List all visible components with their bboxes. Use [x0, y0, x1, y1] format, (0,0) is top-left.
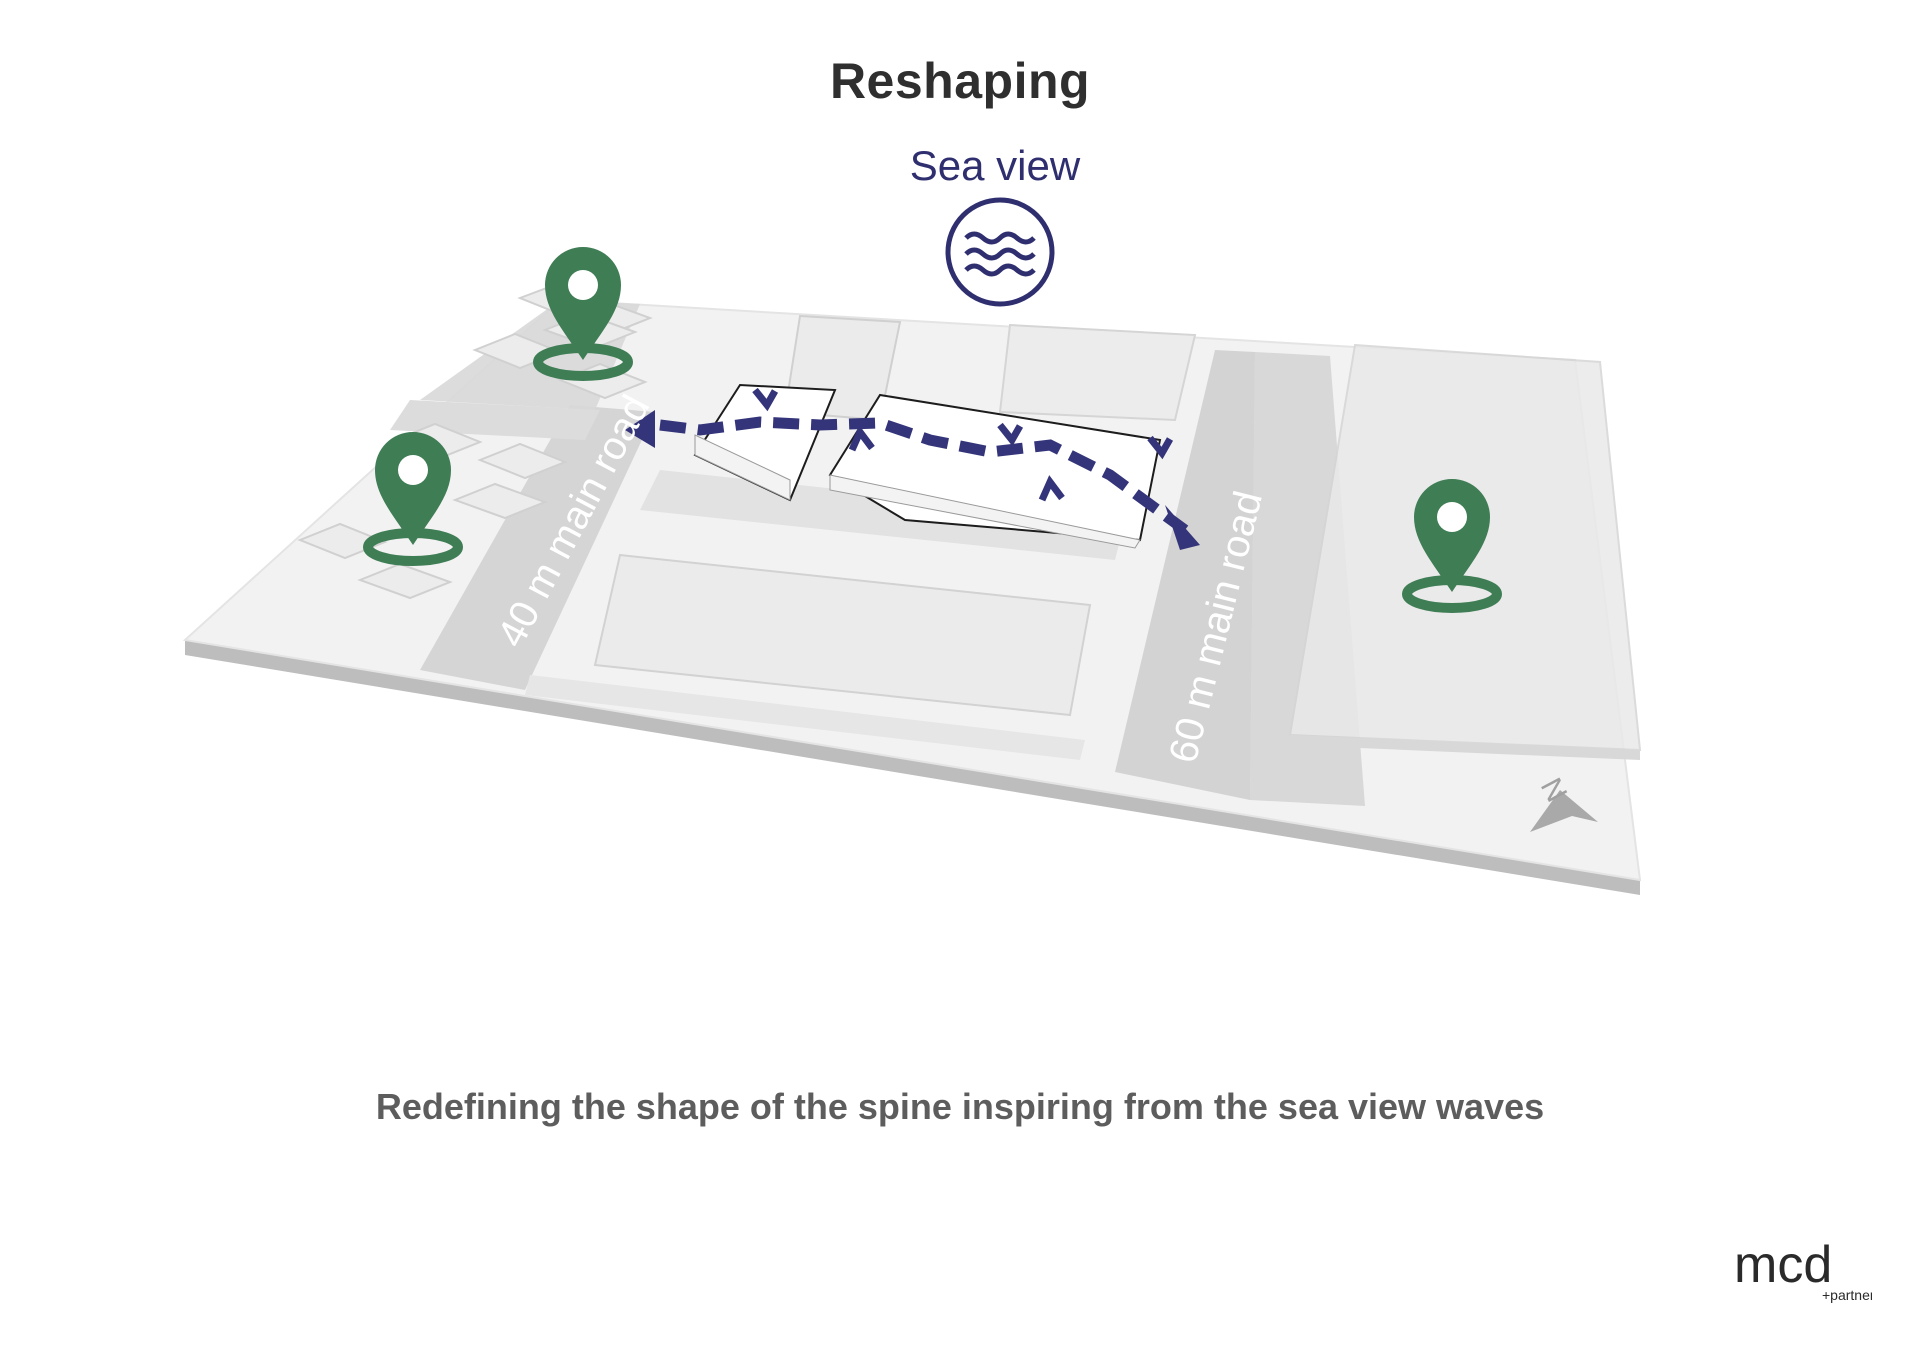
- lower-block: [525, 553, 1092, 760]
- location-pin-icon: [533, 247, 633, 381]
- location-pin-icon: [1402, 479, 1502, 613]
- location-pin-icon: [363, 432, 463, 566]
- up-arrow: [1038, 475, 1065, 502]
- up-arrow: [848, 425, 875, 452]
- diagram-title: Reshaping: [829, 53, 1091, 109]
- spine-buildings: [693, 383, 1162, 549]
- sea-waves-icon: [945, 197, 1055, 307]
- company-logo: mcd +partners: [1734, 1236, 1872, 1303]
- logo-brand: mcd: [1734, 1236, 1832, 1294]
- diagram-caption: Redefining the shape of the spine inspir…: [375, 1086, 1545, 1127]
- logo-sub: +partners: [1822, 1287, 1872, 1303]
- down-arrow: [997, 422, 1024, 447]
- spine-path: [625, 387, 1200, 550]
- sea-view-label: Sea view: [909, 142, 1081, 189]
- down-arrow: [1147, 435, 1174, 460]
- down-arrow: [752, 387, 779, 412]
- arrow-right-end: [1165, 505, 1200, 550]
- arrow-left-end: [625, 410, 655, 448]
